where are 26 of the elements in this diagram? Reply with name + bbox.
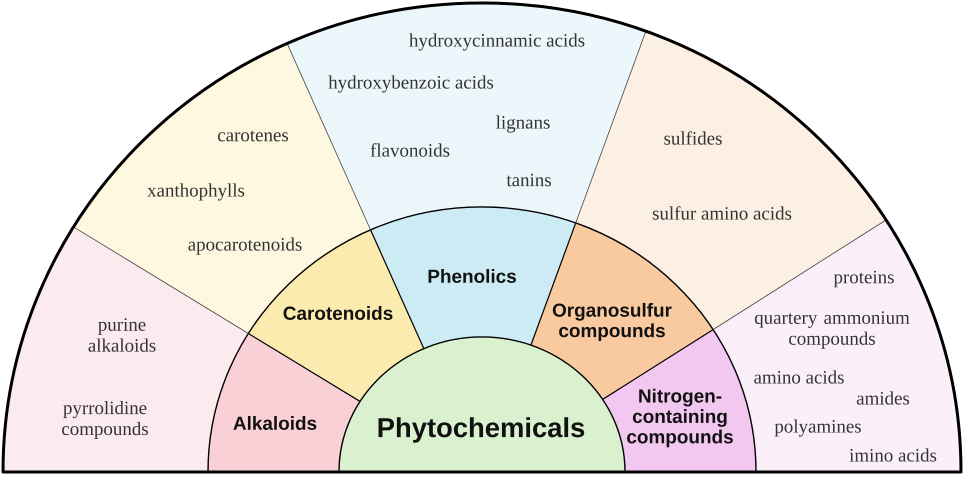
item-label: hydroxycinnamic acids (409, 33, 584, 51)
category-label: Alkaloids (233, 416, 316, 430)
outer-ring-sector (287, 3, 646, 230)
category-label: Nitrogen-containing compounds (627, 388, 733, 448)
item-label: pyrrolidine compounds (62, 400, 148, 440)
item-label: apocarotenoids (188, 237, 302, 255)
item-label: amino acids (754, 370, 844, 384)
item-label: polyamines (774, 419, 861, 437)
center-label: Phytochemicals (378, 417, 584, 443)
item-label: tanins (506, 174, 551, 186)
item-label: amides (856, 391, 910, 405)
item-label: purine alkaloids (88, 318, 156, 352)
item-label: carotenes (218, 130, 288, 142)
item-label: xanthophylls (147, 183, 244, 201)
item-label: quartery ammonium compounds (754, 311, 910, 349)
item-label: sulfur amino acids (652, 206, 792, 220)
item-label: lignans (496, 115, 550, 133)
item-label: flavonoids (370, 143, 450, 157)
category-label: Organosulfur compounds (552, 302, 672, 342)
item-label: sulfides (664, 131, 722, 145)
inner-ring-sector (208, 334, 360, 472)
category-label: Phenolics (428, 269, 516, 283)
item-label: hydroxybenzoic acids (328, 75, 494, 93)
item-label: proteins (834, 270, 894, 288)
item-label: imino acids (850, 448, 936, 462)
category-label: Carotenoids (284, 306, 392, 320)
